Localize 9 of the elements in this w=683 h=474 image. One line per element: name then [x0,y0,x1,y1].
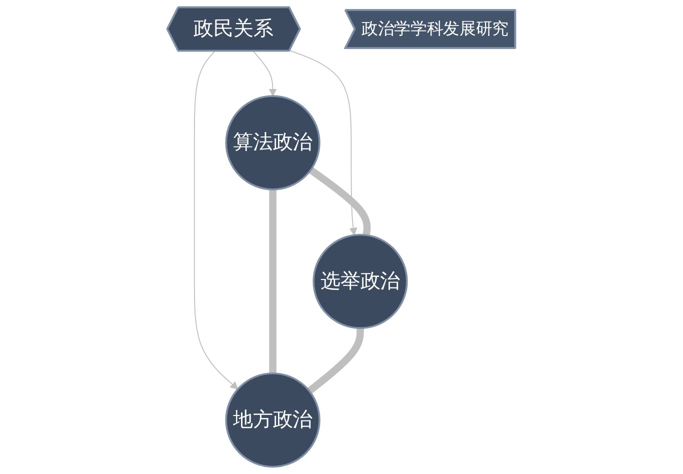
node-circle: 地方政治 [226,372,321,468]
arrow [290,50,358,236]
node-circle: 算法政治 [226,95,321,190]
connector [269,189,277,374]
node-circle: 选举政治 [312,234,408,329]
arrow [253,50,278,96]
connector [307,328,364,394]
connector [308,167,371,236]
arrow [194,50,238,390]
